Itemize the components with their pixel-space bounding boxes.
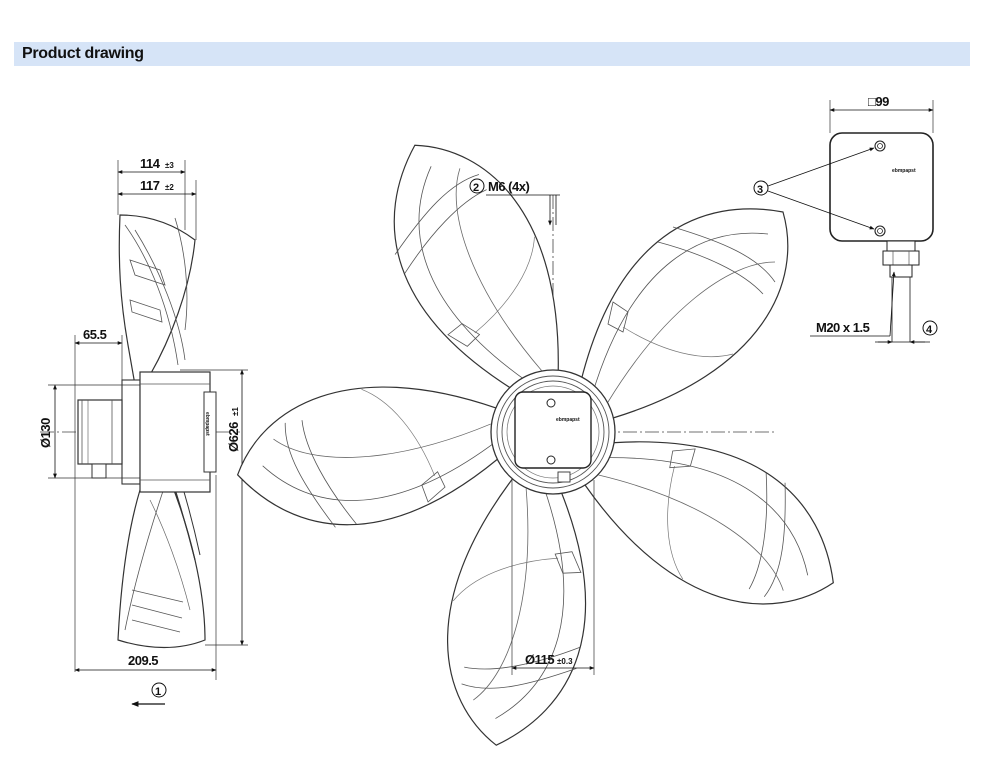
- callout-2: 2: [473, 182, 479, 194]
- callout-1: 1: [155, 686, 161, 698]
- dim-bolt-circle-tol: ±0.3: [557, 657, 573, 666]
- dim-hub-offset: 65.5: [83, 327, 107, 342]
- dim-fan-diameter: Ø626: [226, 422, 241, 452]
- dim-overall-depth: 209.5: [128, 653, 158, 668]
- side-view: ebmpapst 114 ±3 117 ±2 65.5 Ø130 Ø626 ±1: [38, 156, 248, 707]
- dim-motor-diameter: Ø130: [38, 418, 53, 448]
- callout-4-circle: [922, 320, 938, 336]
- callout-3: 3: [757, 184, 763, 196]
- callout-3-circle: [753, 180, 769, 196]
- dim-fan-diameter-tol: ±1: [231, 407, 240, 416]
- section-header-bar: Product drawing: [14, 42, 970, 66]
- dim-depth-b: 117: [140, 178, 160, 193]
- dim-terminal-box-size: □99: [868, 94, 889, 109]
- section-title: Product drawing: [22, 45, 144, 62]
- dim-depth-a: 114: [140, 156, 161, 171]
- dim-depth-a-tol: ±3: [165, 161, 174, 170]
- callout-4: 4: [926, 324, 933, 336]
- side-motor-label: ebmpapst: [204, 412, 210, 436]
- dim-cable-gland: M20 x 1.5: [816, 320, 870, 335]
- callout-2-circle: [469, 178, 485, 194]
- dim-bolt-circle: Ø115: [525, 652, 554, 667]
- dim-bolt-thread: M6 (4x): [488, 179, 529, 194]
- terminal-box-view: ebmpapst □99 3 M20 x 1.5 4: [753, 94, 938, 344]
- front-motor-label: ebmpapst: [556, 417, 580, 423]
- callout-1-circle: [151, 682, 167, 698]
- dim-depth-b-tol: ±2: [165, 183, 174, 192]
- brand-label: ebmpapst: [892, 168, 916, 174]
- front-view: ebmpapst 2 M6 (4x) Ø115 ±0.3: [231, 139, 839, 752]
